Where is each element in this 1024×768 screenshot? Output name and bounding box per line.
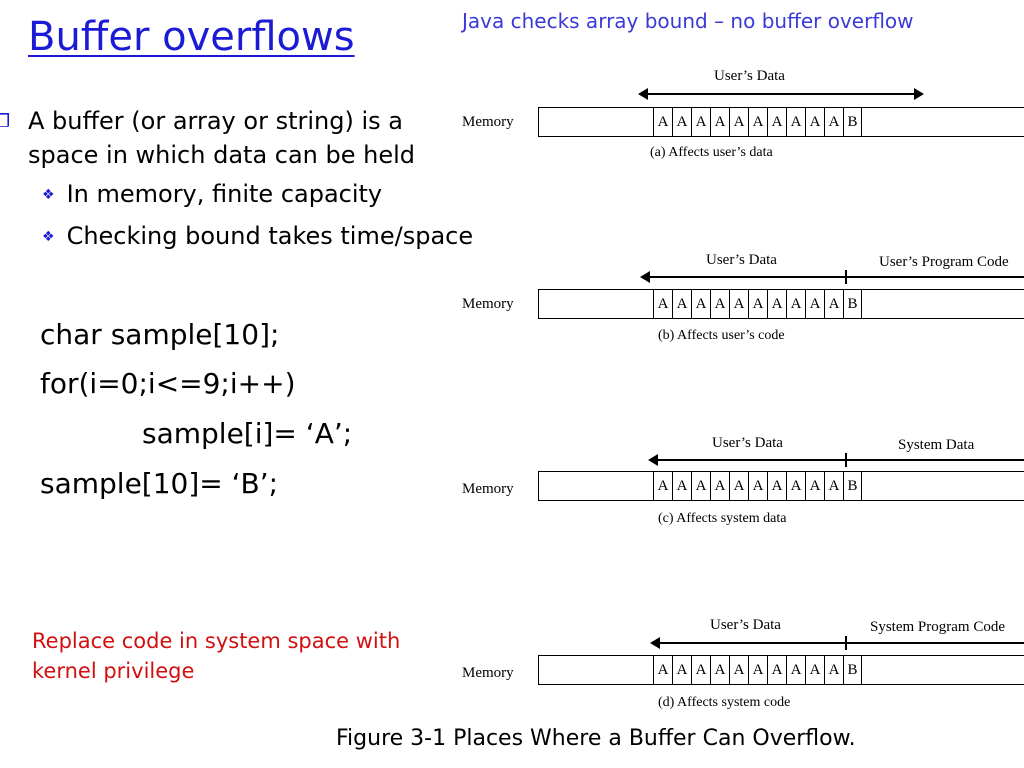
diagram-b: User’s Data User’s Program Code Memory A… bbox=[440, 248, 1024, 358]
memory-cell: A bbox=[653, 290, 672, 318]
memory-label: Memory bbox=[462, 296, 514, 312]
memory-cell: B bbox=[843, 290, 862, 318]
memory-cell: A bbox=[672, 472, 691, 500]
memory-label: Memory bbox=[462, 481, 514, 497]
memory-cell: A bbox=[786, 290, 805, 318]
region-divider bbox=[845, 270, 847, 284]
memory-cell: A bbox=[824, 290, 843, 318]
user-data-label: User’s Data bbox=[714, 68, 785, 84]
bullet-line-2: space in which data can be held bbox=[28, 141, 416, 169]
memory-cell: B bbox=[843, 472, 862, 500]
memory-bar: A A A A A A A A A A B bbox=[538, 107, 1024, 137]
memory-cell: A bbox=[748, 290, 767, 318]
user-data-arrow bbox=[648, 454, 1024, 466]
user-data-arrow bbox=[650, 637, 1024, 649]
memory-cell: A bbox=[767, 656, 786, 684]
memory-cell: A bbox=[653, 656, 672, 684]
memory-cell: A bbox=[805, 656, 824, 684]
memory-cell: A bbox=[824, 472, 843, 500]
sub-bullet-1: ❖In memory, finite capacity bbox=[42, 180, 383, 208]
code-line-4: sample[10]= ‘B’; bbox=[40, 467, 279, 500]
memory-cell: A bbox=[672, 108, 691, 136]
region-divider bbox=[845, 636, 847, 650]
memory-cell: A bbox=[786, 108, 805, 136]
memory-cell: A bbox=[767, 108, 786, 136]
slide-title: Buffer overflows bbox=[28, 14, 355, 60]
memory-cell: A bbox=[824, 656, 843, 684]
square-bullet-icon: ❒ bbox=[0, 111, 11, 132]
memory-cell: A bbox=[767, 290, 786, 318]
user-data-label: User’s Data bbox=[710, 617, 781, 633]
memory-cell: A bbox=[691, 290, 710, 318]
memory-label: Memory bbox=[462, 114, 514, 130]
memory-cell: A bbox=[653, 108, 672, 136]
memory-cell: A bbox=[710, 472, 729, 500]
kernel-privilege-note: Replace code in system space with kernel… bbox=[32, 629, 401, 683]
memory-cell: A bbox=[748, 656, 767, 684]
memory-cell: A bbox=[691, 108, 710, 136]
memory-cell: A bbox=[729, 656, 748, 684]
user-data-arrow bbox=[638, 88, 924, 100]
memory-cell: A bbox=[748, 472, 767, 500]
memory-cell: B bbox=[843, 656, 862, 684]
bullet-line-1: A buffer (or array or string) is a bbox=[28, 107, 403, 135]
diagram-a: User’s Data Memory A A A A A A A A A A B… bbox=[440, 66, 1024, 176]
memory-cell: A bbox=[805, 108, 824, 136]
code-line-3: sample[i]= ‘A’; bbox=[142, 417, 353, 450]
other-region-label: System Data bbox=[898, 437, 975, 453]
memory-bar: A A A A A A A A A A B bbox=[538, 655, 1024, 685]
memory-cell: A bbox=[691, 472, 710, 500]
memory-cell: A bbox=[805, 472, 824, 500]
user-data-label: User’s Data bbox=[706, 252, 777, 268]
memory-cell: A bbox=[710, 290, 729, 318]
memory-cell: A bbox=[805, 290, 824, 318]
diamond-bullet-icon: ❖ bbox=[42, 187, 55, 203]
diagram-caption: (a) Affects user’s data bbox=[650, 145, 773, 160]
user-data-label: User’s Data bbox=[712, 435, 783, 451]
figure-caption: Figure 3-1 Places Where a Buffer Can Ove… bbox=[336, 726, 856, 751]
diagram-caption: (b) Affects user’s code bbox=[658, 328, 785, 343]
code-line-2: for(i=0;i<=9;i++) bbox=[40, 367, 296, 400]
memory-bar: A A A A A A A A A A B bbox=[538, 289, 1024, 319]
memory-cell: A bbox=[729, 472, 748, 500]
memory-cell: A bbox=[653, 472, 672, 500]
memory-cell: B bbox=[843, 108, 862, 136]
other-region-label: System Program Code bbox=[870, 619, 1005, 635]
code-line-1: char sample[10]; bbox=[40, 318, 280, 351]
memory-label: Memory bbox=[462, 665, 514, 681]
diagram-c: User’s Data System Data Memory A A A A A… bbox=[440, 431, 1024, 541]
region-divider bbox=[845, 453, 847, 467]
memory-cell: A bbox=[691, 656, 710, 684]
memory-cell: A bbox=[786, 656, 805, 684]
memory-cell: A bbox=[729, 290, 748, 318]
diamond-bullet-icon: ❖ bbox=[42, 229, 55, 245]
memory-cell: A bbox=[710, 656, 729, 684]
memory-bar: A A A A A A A A A A B bbox=[538, 471, 1024, 501]
memory-cell: A bbox=[748, 108, 767, 136]
other-region-label: User’s Program Code bbox=[879, 254, 1009, 270]
diagram-d: User’s Data System Program Code Memory A… bbox=[440, 613, 1024, 723]
diagram-caption: (c) Affects system data bbox=[658, 511, 787, 526]
memory-cell: A bbox=[710, 108, 729, 136]
memory-cell: A bbox=[672, 656, 691, 684]
memory-cell: A bbox=[672, 290, 691, 318]
java-note: Java checks array bound – no buffer over… bbox=[462, 9, 914, 33]
memory-cell: A bbox=[729, 108, 748, 136]
user-data-arrow bbox=[640, 271, 1024, 283]
memory-cell: A bbox=[786, 472, 805, 500]
memory-cell: A bbox=[824, 108, 843, 136]
memory-cell: A bbox=[767, 472, 786, 500]
sub-bullet-2: ❖Checking bound takes time/space bbox=[42, 222, 474, 250]
diagram-caption: (d) Affects system code bbox=[658, 695, 791, 710]
